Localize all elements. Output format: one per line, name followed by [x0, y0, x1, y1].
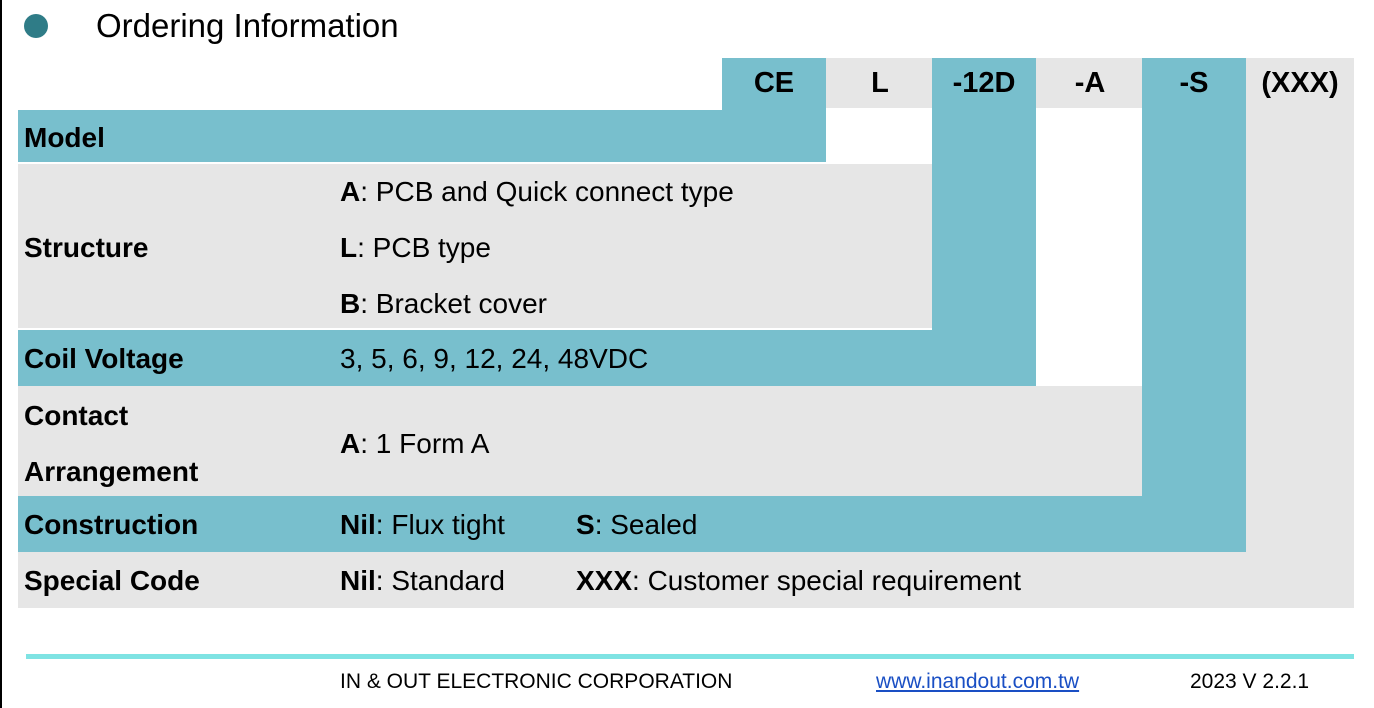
option-text: : Standard	[375, 565, 505, 596]
option-key: Nil	[340, 509, 376, 540]
structure-option-a: A: PCB and Quick connect type	[340, 176, 734, 208]
contact-row-bg	[18, 386, 1142, 496]
code-l: L	[871, 67, 889, 99]
special-column-bg	[1246, 58, 1354, 608]
construction-row-bg	[18, 496, 1246, 552]
option-key: L	[340, 232, 358, 263]
coil-voltage-value: 3, 5, 6, 9, 12, 24, 48VDC	[340, 343, 649, 374]
code-arrangement: -A	[1074, 67, 1106, 99]
option-text: : Customer special requirement	[632, 565, 1022, 596]
option-text: : PCB type	[357, 232, 491, 263]
special-code-value: Nil: Standard	[340, 565, 505, 597]
option-key: A	[340, 428, 361, 459]
model-row-bg	[18, 110, 722, 162]
section-title: Ordering Information	[96, 7, 399, 44]
coil-voltage-label: Coil Voltage	[24, 343, 184, 374]
option-text: : PCB and Quick connect type	[360, 176, 734, 207]
option-key: S	[576, 509, 595, 540]
option-key: XXX	[576, 565, 633, 596]
option-key: A	[340, 176, 361, 207]
code-bg-l	[826, 58, 934, 108]
structure-label: Structure	[24, 232, 149, 263]
code-voltage: -12D	[952, 67, 1016, 99]
option-key: B	[340, 288, 361, 319]
coil-voltage-row-bg	[18, 330, 1036, 386]
structure-option-l: L: PCB type	[340, 232, 491, 264]
option-text: : Bracket cover	[360, 288, 547, 319]
option-text: : Flux tight	[375, 509, 505, 540]
structure-row-bg	[18, 164, 932, 328]
construction-value: Nil: Flux tight	[340, 509, 505, 541]
structure-option-b: B: Bracket cover	[340, 288, 547, 320]
contact-label-line1: Contact	[24, 400, 129, 431]
contact-arrangement-value: A: 1 Form A	[340, 428, 489, 460]
footer-divider	[26, 654, 1354, 659]
code-special: (XXX)	[1261, 67, 1339, 99]
special-code-row-bg	[18, 552, 1246, 608]
special-code-value-custom: XXX: Customer special requirement	[576, 565, 1021, 597]
left-border	[0, 0, 2, 708]
special-code-label: Special Code	[24, 565, 200, 596]
bullet-icon	[24, 14, 48, 38]
code-bg-arrangement	[1036, 58, 1144, 108]
contact-label-line2: Arrangement	[24, 456, 199, 487]
footer-version: 2023 V 2.2.1	[1190, 670, 1310, 693]
construction-column-bg	[1142, 58, 1246, 552]
website-link[interactable]: www.inandout.com.tw	[876, 670, 1080, 693]
option-text: : 1 Form A	[360, 428, 490, 459]
footer-company: IN & OUT ELECTRONIC CORPORATION	[340, 670, 733, 693]
construction-value-sealed: S: Sealed	[576, 509, 697, 541]
model-label: Model	[24, 122, 105, 153]
construction-label: Construction	[24, 509, 199, 540]
option-text: : Sealed	[594, 509, 698, 540]
code-ce: CE	[753, 67, 795, 99]
option-key: Nil	[340, 565, 376, 596]
code-construction: -S	[1179, 67, 1209, 99]
ce-column-bg	[722, 58, 826, 162]
